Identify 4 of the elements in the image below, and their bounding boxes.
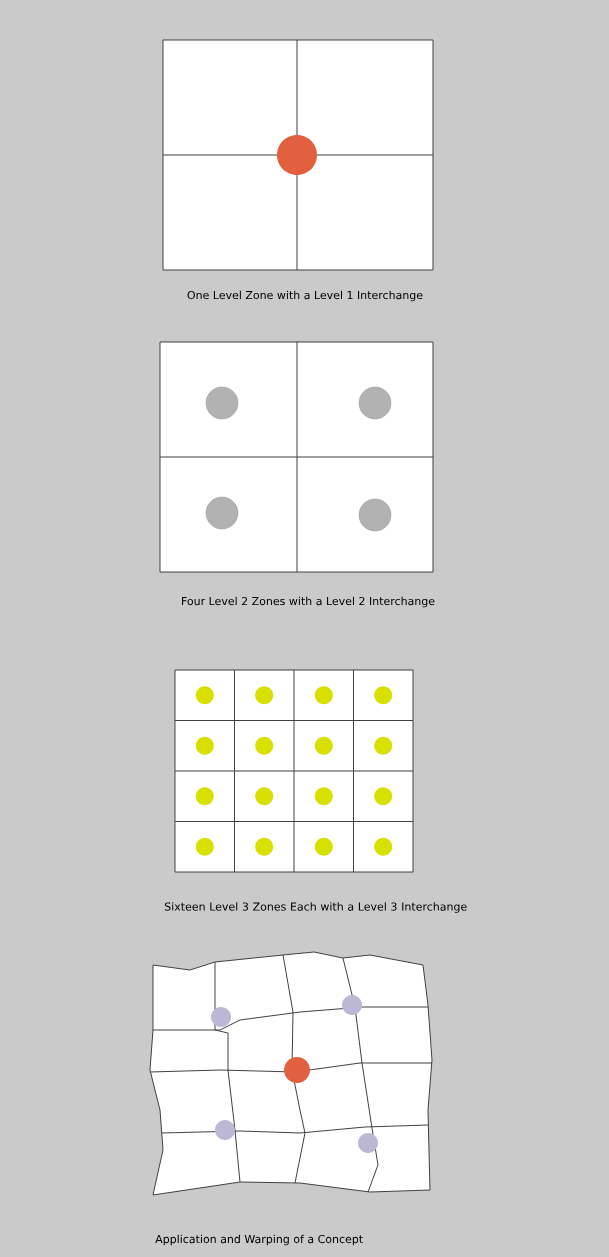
caption: Application and Warping of a Concept xyxy=(155,1234,363,1246)
caption: Four Level 2 Zones with a Level 2 Interchange xyxy=(182,596,435,608)
caption: One Level Zone with a Level 1 Interchange xyxy=(187,290,423,302)
caption: Sixteen Level 3 Zones Each with a Level 3 Interchange xyxy=(164,902,467,913)
